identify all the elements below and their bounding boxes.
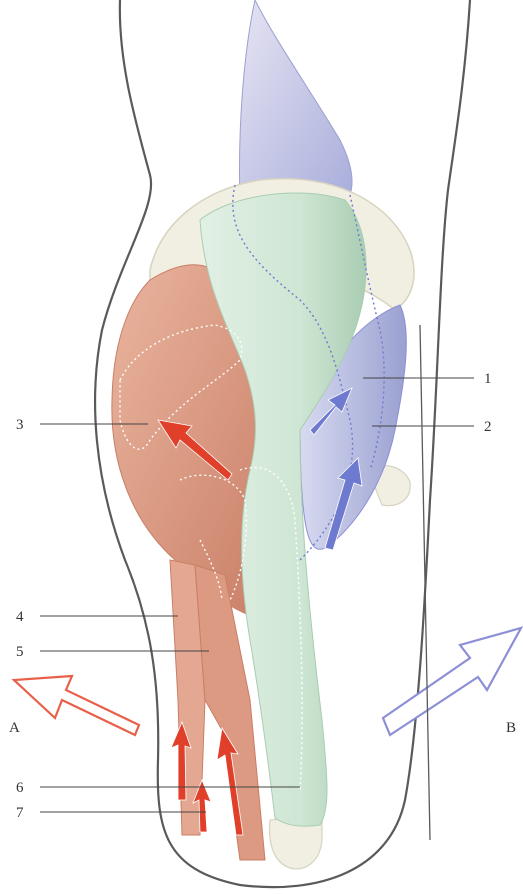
label-6: 6 (16, 780, 24, 796)
femur-axis (420, 325, 430, 840)
label-3: 3 (16, 417, 24, 433)
label-2: 2 (484, 419, 492, 435)
upper-muscle (240, 0, 352, 200)
hollow-arrow-b (383, 628, 521, 735)
label-b: B (506, 720, 516, 736)
label-a: A (9, 720, 20, 736)
hollow-arrow-a (14, 676, 139, 735)
label-7: 7 (16, 805, 24, 821)
label-5: 5 (16, 644, 24, 660)
label-4: 4 (16, 609, 24, 625)
label-1: 1 (484, 371, 492, 387)
